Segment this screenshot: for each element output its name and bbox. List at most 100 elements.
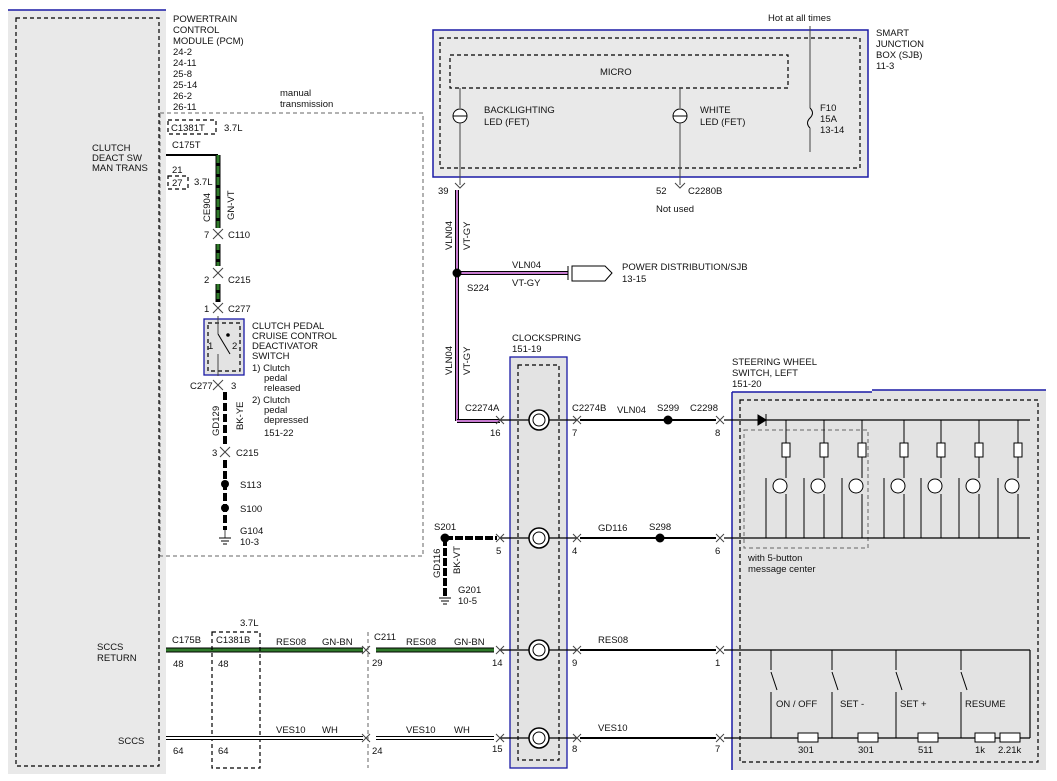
clutch-switch-state: depressed <box>264 415 308 426</box>
hot-label: Hot at all times <box>768 13 831 24</box>
pcm-title-3: MODULE (PCM) <box>173 36 244 47</box>
pin-label: 7 <box>204 230 209 241</box>
pin-label: 5 <box>496 546 501 557</box>
pcm-ref: 24-11 <box>173 58 197 69</box>
resistor-icon <box>936 442 946 458</box>
splice-label: S298 <box>649 522 671 533</box>
resistor-label: 301 <box>858 745 874 756</box>
c2274a-label: C2274A <box>465 403 500 414</box>
ground-ref: 10-5 <box>458 596 477 607</box>
clutch-switch-state: 151-22 <box>264 428 294 439</box>
splice-dot <box>221 480 229 488</box>
fuse-label: 15A <box>820 114 838 125</box>
button-label-on-off: ON / OFF <box>776 699 817 710</box>
not-used-label: Not used <box>656 204 694 215</box>
backlighting-label: BACKLIGHTING <box>484 105 555 116</box>
c2298-label: C2298 <box>690 403 718 414</box>
wire-circuit-label: VLN04 <box>444 346 455 375</box>
pin-sccs-label: SCCS <box>118 736 144 747</box>
wire-circuit-label: VES10 <box>406 725 436 736</box>
resistor-label: 1k <box>975 745 985 756</box>
wire-color-label: GN-BN <box>322 637 353 648</box>
sccs-return-wire: 3.7L C175B C1381B 48 48 RES08 GN-BN C211… <box>166 618 494 769</box>
pin-label: 14 <box>492 658 503 669</box>
splice-label: S113 <box>240 480 261 491</box>
backlighting-label: LED (FET) <box>484 117 529 128</box>
pin-label: 9 <box>572 658 577 669</box>
pin-label: 7 <box>572 428 577 439</box>
pin-label: 7 <box>715 744 720 755</box>
sccs-wire: 64 64 VES10 WH 24 VES10 WH <box>166 725 494 757</box>
pcm-ref: 25-14 <box>173 80 197 91</box>
pcm-module: POWERTRAIN CONTROL MODULE (PCM) 24-2 24-… <box>8 9 244 774</box>
steering-switch-title: 151-20 <box>732 379 762 390</box>
wire-circuit-label: RES08 <box>406 637 436 648</box>
splice-dot <box>655 533 665 543</box>
wire-color-label: WH <box>322 725 338 736</box>
wire-circuit-label: RES08 <box>276 637 306 648</box>
c2274b-label: C2274B <box>572 403 606 414</box>
resistor-icon <box>917 732 939 743</box>
pin-label: 4 <box>572 546 577 557</box>
ground-label: G201 <box>458 585 481 596</box>
power-dist-label: POWER DISTRIBUTION/SJB <box>622 262 748 273</box>
switch-icon <box>960 671 968 691</box>
smart-junction-box: MICRO Hot at all times F10 15A 13-14 SMA… <box>432 13 924 215</box>
wire-circuit-label: GD116 <box>432 549 443 578</box>
note-label: with 5-button <box>747 553 802 564</box>
pin-clutch-label: MAN TRANS <box>92 163 148 174</box>
pcm-title-2: CONTROL <box>173 25 219 36</box>
pin-label: 39 <box>438 186 449 197</box>
clutch-switch-state: pedal <box>264 373 287 384</box>
pin-label: 52 <box>656 186 667 197</box>
diode-icon <box>757 414 767 426</box>
wire-color-label: VT-GY <box>462 221 473 250</box>
pin-label: 24 <box>372 746 383 757</box>
fuse-label: F10 <box>820 103 836 114</box>
ground-icon <box>219 530 231 545</box>
fuse-icon <box>807 107 813 129</box>
pin-label: 48 <box>218 659 229 670</box>
pin-label: 15 <box>492 744 503 755</box>
manual-transmission-box <box>159 112 424 557</box>
manual-trans-label: transmission <box>280 99 333 110</box>
c110-label: C110 <box>228 230 250 241</box>
sjb-title: SMART <box>876 28 909 39</box>
clockspring-title: 151-19 <box>512 344 542 355</box>
splice-dot <box>663 415 673 425</box>
micro-label: MICRO <box>600 67 632 78</box>
pin-label: 64 <box>218 746 229 757</box>
steering-switch-title: STEERING WHEEL <box>732 357 817 368</box>
pcm-title-1: POWERTRAIN <box>173 14 237 25</box>
c277-label: C277 <box>228 304 251 315</box>
wire-circuit-label: VES10 <box>598 723 628 734</box>
wire-color-label: GN-BN <box>454 637 485 648</box>
wire-circuit-label: VES10 <box>276 725 306 736</box>
button-label-set-plus: SET + <box>900 699 927 710</box>
pin-label: 6 <box>715 546 720 557</box>
c215-label: C215 <box>228 275 251 286</box>
pin-clutch-label: DEACT SW <box>92 153 142 164</box>
button-label-set-minus: SET - <box>840 699 864 710</box>
sjb-title: 11-3 <box>876 61 894 72</box>
resistor-icon <box>857 732 879 743</box>
pin-ref: 3.7L <box>194 177 213 188</box>
pin-label: 1 <box>715 658 720 669</box>
c1381t-ref: 3.7L <box>224 123 243 134</box>
pin-sccs-return-label: SCCS <box>97 642 123 653</box>
c2280b-label: C2280B <box>688 186 722 197</box>
c1381b-label: C1381B <box>216 635 250 646</box>
clutch-switch-title: CLUTCH PEDAL <box>252 321 324 332</box>
ground-label: G104 <box>240 526 263 537</box>
splice-label: S201 <box>434 522 456 533</box>
clutch-switch <box>203 318 245 376</box>
clutch-switch-title: DEACTIVATOR <box>252 341 318 352</box>
clockspring-ring-icon <box>528 409 550 749</box>
switch-columns <box>770 650 1021 743</box>
c175t-label: C175T <box>172 140 201 151</box>
ground-ref: 10-3 <box>240 537 259 548</box>
steering-switch-title: SWITCH, LEFT <box>732 368 798 379</box>
pin-label: 27 <box>172 178 183 189</box>
led-icon <box>890 478 906 494</box>
led-columns <box>765 420 1023 538</box>
